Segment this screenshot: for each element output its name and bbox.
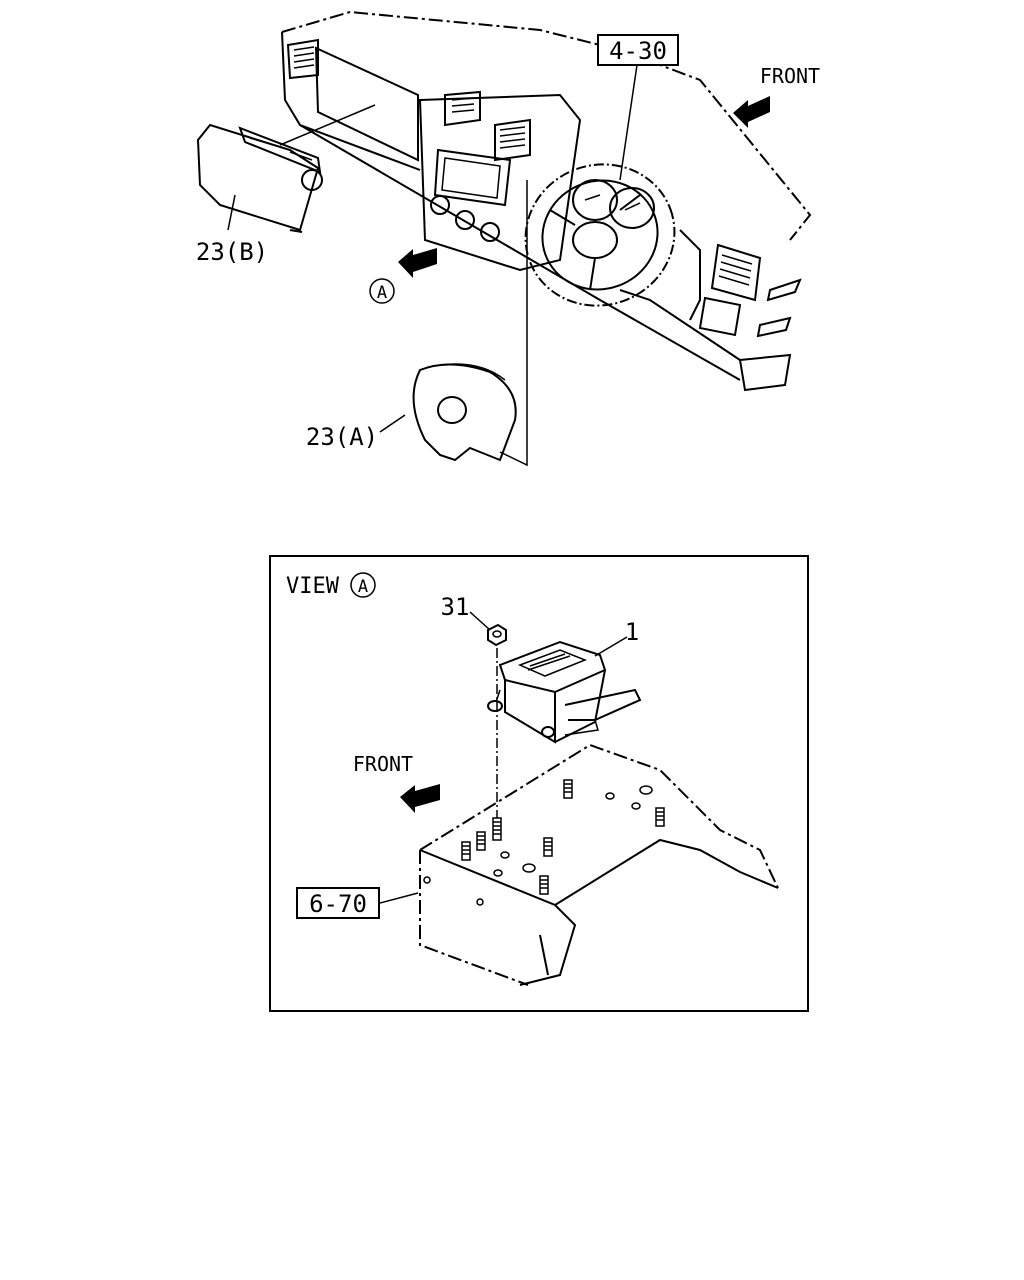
ref-box-4-30: 4-30 [609,37,667,65]
view-a-title-circle [350,572,376,598]
airbag-control-unit-part-1 [487,640,642,744]
label-31: 31 [441,593,470,621]
ref-box-4-30-frame [597,34,679,66]
steering-airbag-part-23a [412,363,517,462]
leader-lines-detail [379,611,628,904]
label-23a: 23(A) [306,423,378,451]
glovebox-part-23b [196,123,323,233]
front-arrow-detail-icon [400,784,440,813]
view-a-title-letter: A [358,577,368,597]
front-label-detail: FRONT [353,752,413,776]
view-a-detail-frame [269,555,809,1012]
view-a-title: VIEW [286,574,340,599]
front-label-top: FRONT [760,64,820,88]
label-1: 1 [625,618,639,646]
leader-lines-top [227,64,638,467]
ref-box-6-70: 6-70 [309,890,367,918]
view-a-circle-marker [369,278,395,304]
label-23b: 23(B) [196,238,268,266]
ref-box-6-70-frame [296,887,380,919]
floor-panel-6-70 [419,743,779,986]
nut-part-31 [487,623,507,647]
view-a-marker-letter: A [377,283,387,303]
front-arrow-top-icon [733,96,770,128]
dashboard-illustration [281,10,812,392]
view-a-direction-arrow-icon [398,248,437,278]
